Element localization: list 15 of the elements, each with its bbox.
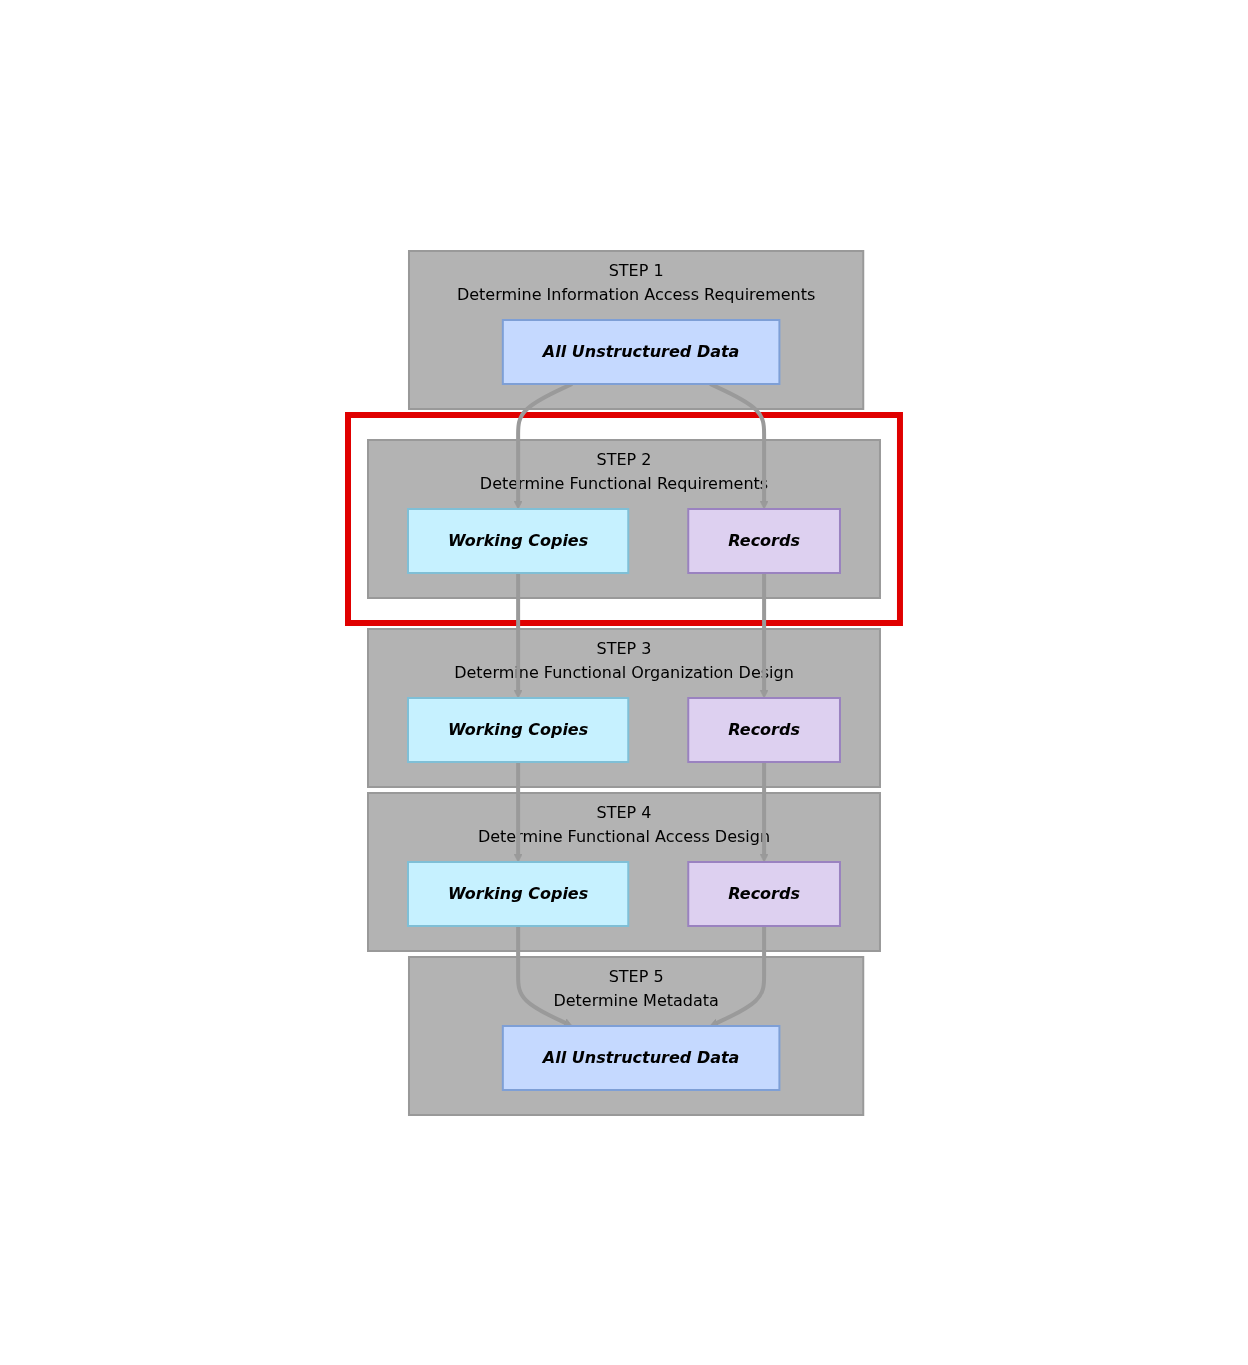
arrow [513,572,523,698]
arrow [513,761,523,862]
cluster [345,411,903,626]
node-box: Working Copies [407,696,630,763]
node-box: Working Copies [407,507,630,574]
arrow [759,572,769,698]
arrow [759,761,769,862]
node-box: Working Copies [407,860,630,927]
node-box: All Unstructured Data [501,318,781,385]
node-box: All Unstructured Data [501,1024,781,1091]
node-box: Records [687,860,841,927]
node-box: Records [687,696,841,763]
node-box: Records [687,507,841,574]
arrow [709,925,767,1027]
arrow [516,925,573,1027]
